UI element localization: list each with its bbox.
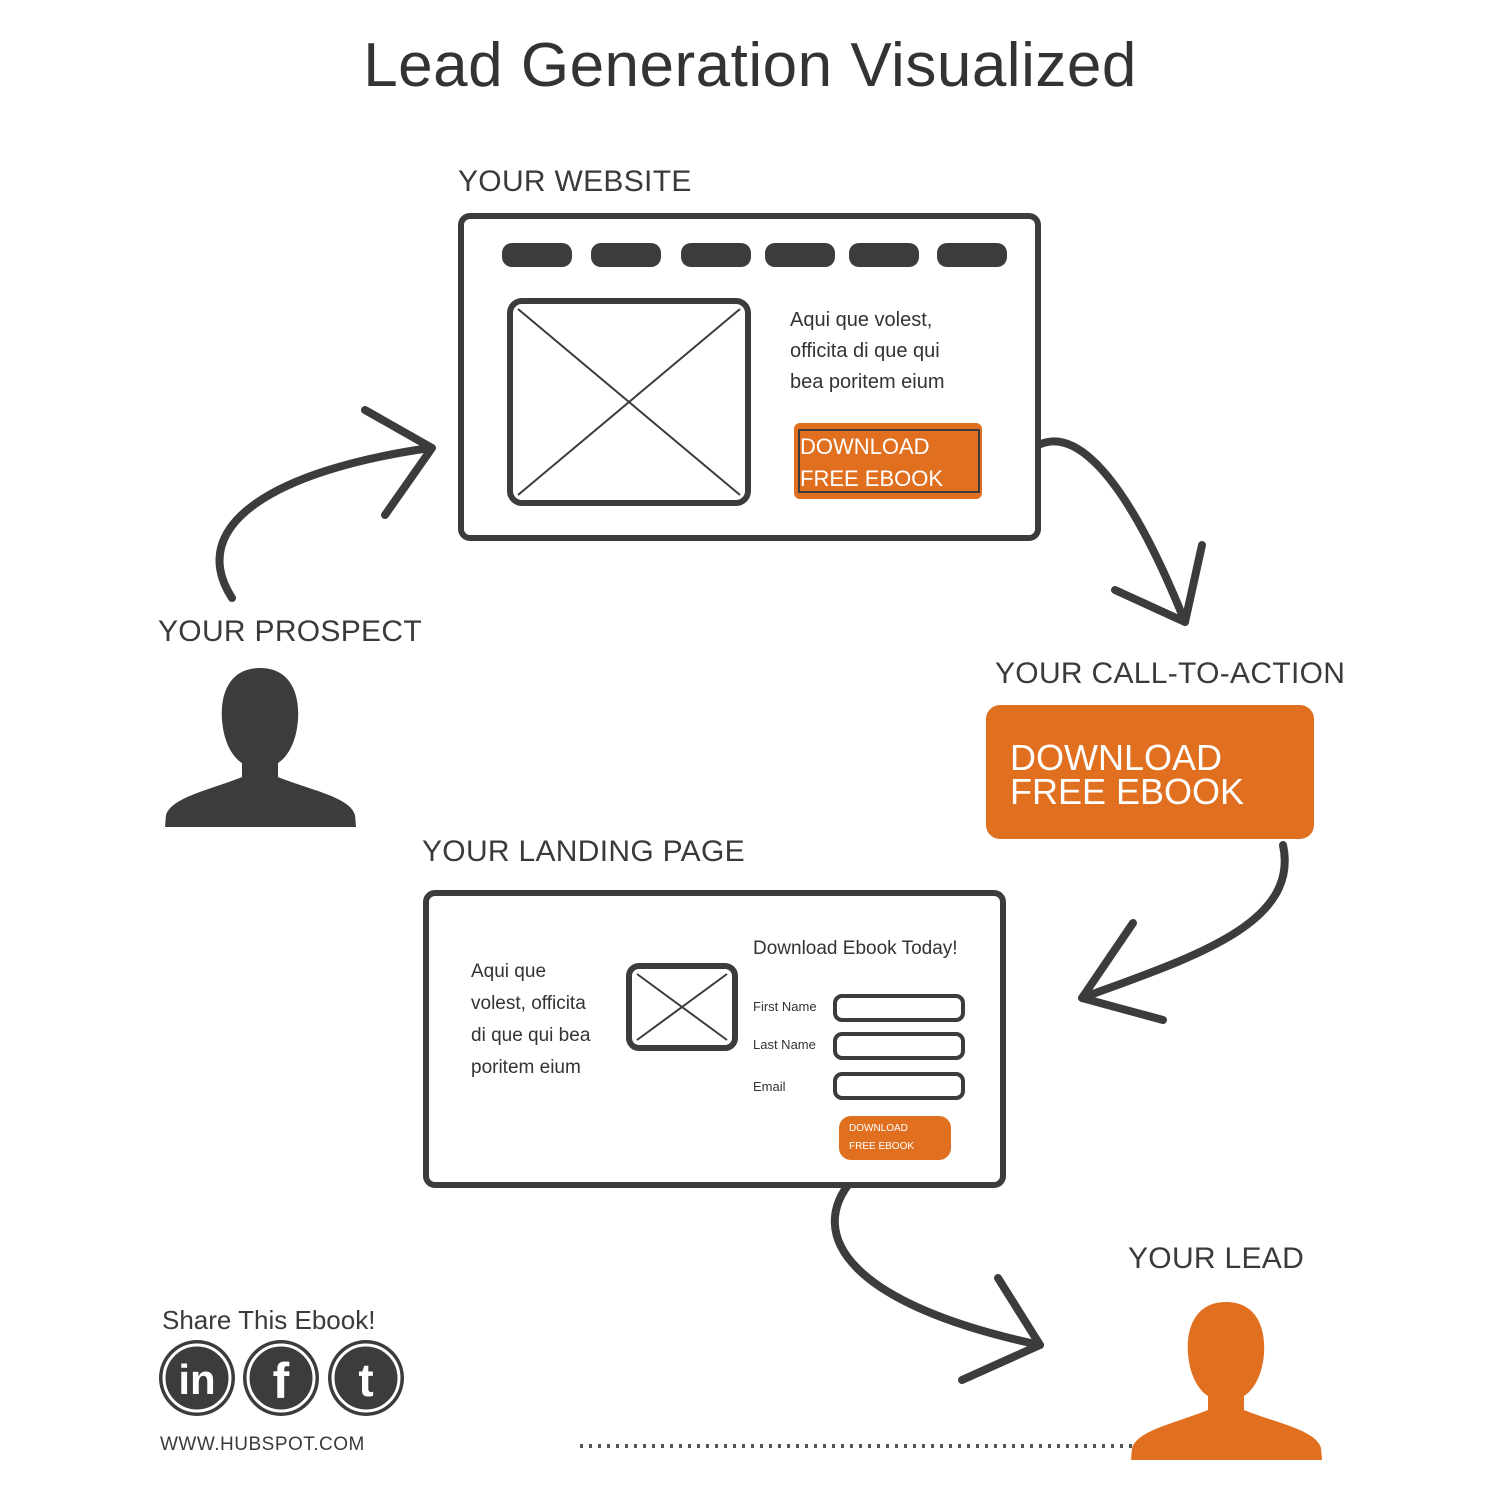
arrow-landing-to-lead bbox=[830, 1176, 1044, 1349]
svg-text:in: in bbox=[178, 1356, 215, 1403]
arrow-head bbox=[958, 1274, 1044, 1384]
email-input[interactable] bbox=[833, 1072, 965, 1100]
facebook-icon[interactable]: f bbox=[243, 1340, 319, 1416]
form-title: Download Ebook Today! bbox=[753, 938, 958, 959]
share-heading: Share This Ebook! bbox=[162, 1305, 376, 1335]
cta-download-button[interactable]: DOWNLOAD FREE EBOOK bbox=[986, 705, 1314, 839]
nav-bar-item bbox=[681, 243, 751, 267]
arrow-head bbox=[361, 406, 436, 519]
email-label: Email bbox=[753, 1079, 786, 1094]
website-mockup: Aqui que volest, officita di que qui bea… bbox=[458, 213, 1041, 541]
landing-download-button-label: DOWNLOAD FREE EBOOK bbox=[849, 1123, 915, 1152]
arrow-website-to-cta bbox=[1012, 437, 1189, 626]
image-placeholder-icon bbox=[507, 298, 751, 506]
landing-page-mockup: Aqui que volest, officita di que qui bea… bbox=[423, 890, 1006, 1188]
arrow-head bbox=[1111, 541, 1206, 626]
download-ebook-button-label: DOWNLOAD FREE EBOOK bbox=[800, 434, 944, 491]
last-name-label: Last Name bbox=[753, 1037, 816, 1052]
nav-bar-item bbox=[765, 243, 835, 267]
nav-bar-item bbox=[937, 243, 1007, 267]
cta-download-button-label: DOWNLOAD FREE EBOOK bbox=[1010, 737, 1245, 812]
image-placeholder-icon bbox=[626, 963, 738, 1051]
landing-label: YOUR LANDING PAGE bbox=[422, 835, 745, 868]
nav-bar-item bbox=[591, 243, 661, 267]
landing-download-button[interactable]: DOWNLOAD FREE EBOOK bbox=[839, 1116, 951, 1160]
website-body-text: Aqui que volest, officita di que qui bea… bbox=[790, 309, 945, 393]
download-ebook-button[interactable]: DOWNLOAD FREE EBOOK bbox=[794, 423, 982, 499]
lead-label: YOUR LEAD bbox=[1128, 1242, 1305, 1275]
first-name-input[interactable] bbox=[833, 994, 965, 1022]
button-outline bbox=[798, 429, 980, 493]
last-name-input[interactable] bbox=[833, 1032, 965, 1060]
cta-label: YOUR CALL-TO-ACTION bbox=[995, 657, 1346, 690]
svg-text:t: t bbox=[358, 1354, 373, 1406]
arrow-cta-to-landing bbox=[1078, 841, 1289, 1002]
footer-url[interactable]: WWW.HUBSPOT.COM bbox=[160, 1434, 365, 1455]
prospect-person-icon bbox=[165, 668, 356, 827]
lead-person-icon bbox=[1131, 1302, 1322, 1460]
page-title: Lead Generation Visualized bbox=[363, 31, 1137, 100]
nav-bar-item bbox=[849, 243, 919, 267]
nav-bar-item bbox=[502, 243, 572, 267]
landing-body-text: Aqui que volest, officita di que qui bea… bbox=[471, 961, 591, 1078]
arrow-prospect-to-website bbox=[215, 444, 434, 602]
prospect-label: YOUR PROSPECT bbox=[158, 615, 422, 648]
twitter-icon[interactable]: t bbox=[328, 1340, 404, 1416]
first-name-label: First Name bbox=[753, 999, 817, 1014]
arrow-head bbox=[1078, 919, 1167, 1024]
linkedin-icon[interactable]: in bbox=[159, 1340, 235, 1416]
website-label: YOUR WEBSITE bbox=[458, 165, 692, 198]
svg-text:f: f bbox=[273, 1353, 290, 1409]
